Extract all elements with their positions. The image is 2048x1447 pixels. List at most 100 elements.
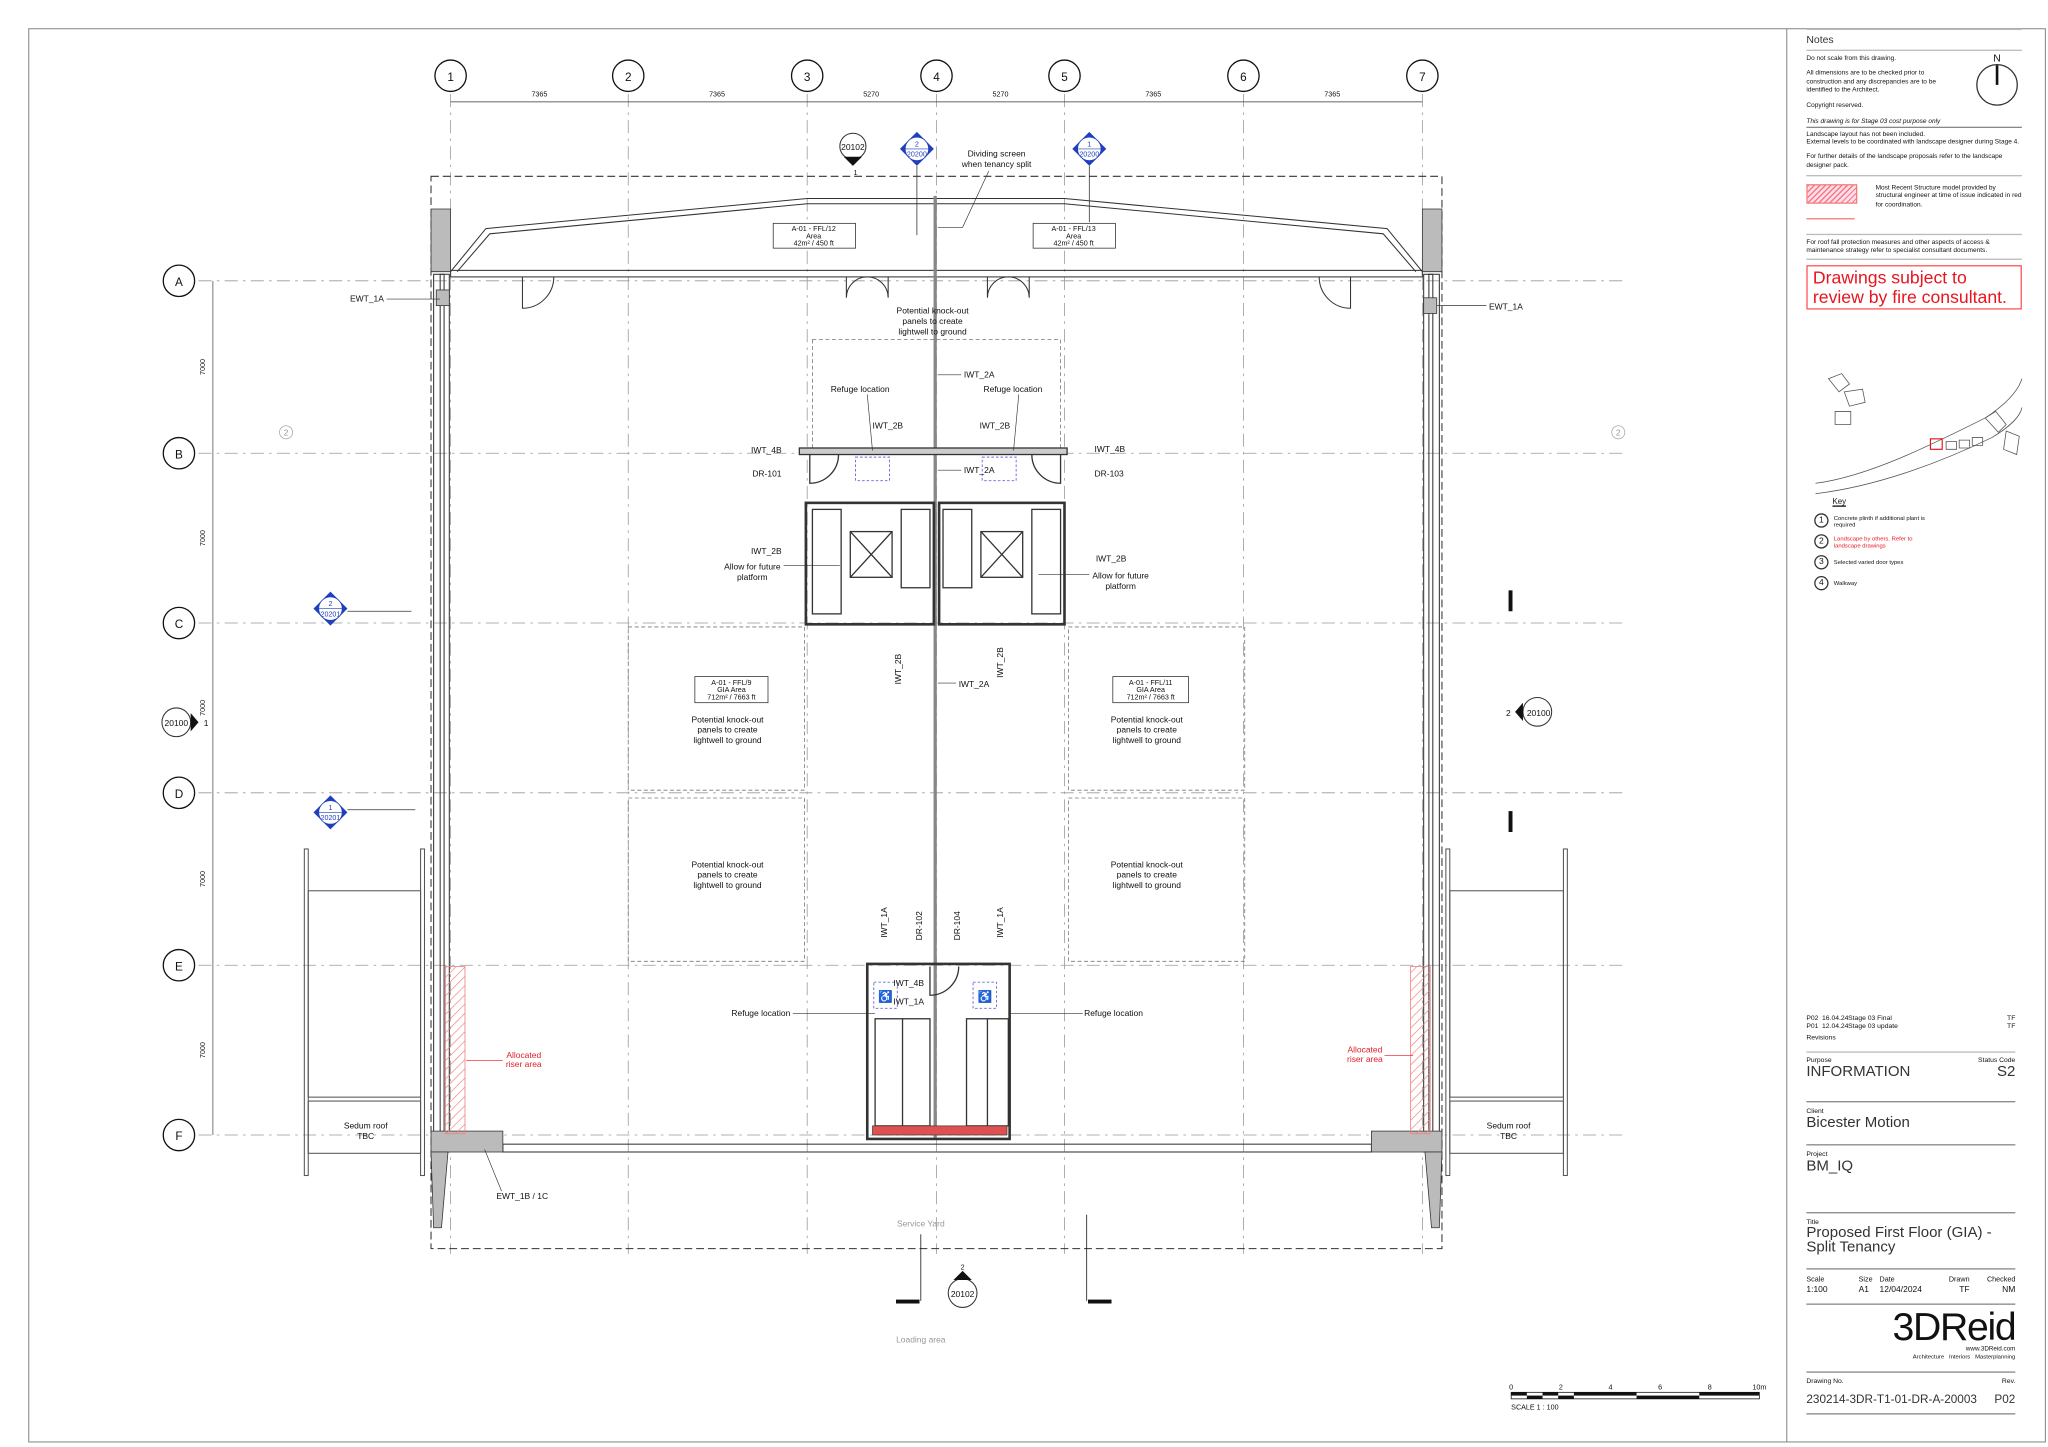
wc-refuge [873,981,998,1009]
svg-text:10m: 10m [1752,1384,1766,1392]
svg-text:20100: 20100 [165,718,189,728]
dim-6-7: 7365 [1324,91,1340,99]
client-name: Bicester Motion [1806,1115,1910,1132]
svg-text:6: 6 [1658,1384,1662,1392]
svg-text:2: 2 [284,428,289,438]
note-line: All dimensions are to be checked prior t… [1806,69,1936,94]
riser-area-right [1410,966,1431,1135]
svg-text:7000: 7000 [199,530,207,546]
note-line: External levels to be coordinated with l… [1806,138,2020,147]
note-line: For further details of the landscape pro… [1806,153,2003,170]
status-code: S2 [1996,1064,2016,1081]
svg-text:2: 2 [961,1264,965,1272]
corner-columns [430,208,1443,1229]
key-title: Key [1832,498,1846,507]
svg-text:GIA Area: GIA Area [717,686,746,694]
note-line: Copyright reserved. [1806,102,1864,110]
svg-text:20200: 20200 [1079,151,1099,159]
svg-text:7000: 7000 [199,1042,207,1058]
svg-text:DR-102: DR-102 [914,911,924,940]
svg-text:IWT_2B: IWT_2B [751,546,782,556]
scale-bar: 0 2 4 6 8 10m SCALE 1 : 100 [1509,1384,1766,1412]
svg-text:1: 1 [204,718,209,728]
section-marker-20200-2: 2 20200 [899,131,934,236]
refuge-spaces [855,456,1017,482]
purpose-value: INFORMATION [1806,1064,1911,1081]
svg-text:20100: 20100 [1527,708,1551,718]
section-marker-20201-1: 1 20201 [313,795,416,830]
svg-text:IWT_2A: IWT_2A [964,465,995,475]
svg-text:IWT_2A: IWT_2A [964,369,995,379]
svg-text:IWT_4B: IWT_4B [893,978,924,988]
svg-text:2: 2 [328,600,332,608]
column-grid-bubbles: 1 2 3 4 5 6 7 [434,59,1439,93]
dim-5-6: 7365 [1145,91,1161,99]
dim-1-2: 7365 [531,91,547,99]
north-label: N [1993,52,2001,64]
notes-title: Notes [1806,33,1834,46]
grid-bubble-a: A [162,264,196,298]
svg-text:2: 2 [1616,428,1621,438]
svg-text:5: 5 [1061,71,1068,84]
svg-text:IWT_2B: IWT_2B [893,653,903,684]
svg-text:7: 7 [1419,71,1426,84]
section-marker-20100-right: 20100 2 [1506,696,1553,727]
grid-bubble-e: E [162,948,196,982]
refuge-label: Refuge location [831,384,890,394]
svg-text:3: 3 [804,71,811,84]
svg-text:C: C [175,618,184,631]
svg-text:1: 1 [1087,140,1091,148]
svg-text:SCALE 1 : 100: SCALE 1 : 100 [1511,1403,1558,1411]
svg-text:GIA Area: GIA Area [1136,686,1165,694]
svg-text:712m² / 7663 ft: 712m² / 7663 ft [1127,693,1175,701]
tag-ewt-1a: EWT_1A [1489,302,1523,312]
svg-text:Service Yard: Service Yard [897,1218,945,1228]
svg-text:A-01 - FFL/9: A-01 - FFL/9 [711,679,751,687]
svg-text:A: A [175,276,183,289]
svg-text:2: 2 [1506,708,1511,718]
svg-text:E: E [175,960,183,973]
svg-text:7000: 7000 [199,359,207,375]
grid-bubble-5: 5 [1048,59,1081,93]
tag-ewt-1a: EWT_1A [350,294,384,304]
site-location-map [1815,373,2023,495]
svg-text:IWT_2B: IWT_2B [1096,554,1127,564]
svg-text:DR-104: DR-104 [952,911,962,940]
section-marker-20102-bottom: 20102 2 [947,1264,978,1308]
grid-bubble-2: 2 [611,59,645,93]
svg-text:4: 4 [933,71,940,84]
grid-bubble-d: D [162,776,196,810]
svg-text:20102: 20102 [841,142,865,152]
section-marker-20201-2: 2 20201 [313,591,412,626]
revision-code: P02 [1994,1392,2016,1406]
column-dimensions: 7365 7365 5270 5270 7365 7365 [450,91,1423,103]
external-markers [895,590,1513,1304]
svg-text:IWT_2A: IWT_2A [959,679,990,689]
area-tag-ffl12: A-01 - FFL/12 Area 42m² / 450 ft [772,222,856,249]
svg-text:4: 4 [1608,1384,1612,1392]
grid-bubble-f: F [162,1118,196,1152]
dim-2-3: 7365 [709,91,725,99]
svg-text:7000: 7000 [199,700,207,716]
section-marker-20102-top: 20102 1 [839,132,867,177]
grid-bubble-c: C [162,606,196,640]
svg-text:42m² / 450 ft: 42m² / 450 ft [1053,240,1093,248]
drawing-number: 230214-3DR-T1-01-DR-A-20003 [1806,1392,1977,1406]
svg-text:712m² / 7663 ft: 712m² / 7663 ft [707,693,755,701]
refuge-strip [872,1125,1008,1136]
project-name: BM_IQ [1806,1158,1854,1175]
note-line: For roof fall protection measures and ot… [1806,238,1990,255]
area-tag-ffl9: A-01 - FFL/9 GIA Area 712m² / 7663 ft [694,676,769,704]
svg-text:6: 6 [1240,71,1247,84]
